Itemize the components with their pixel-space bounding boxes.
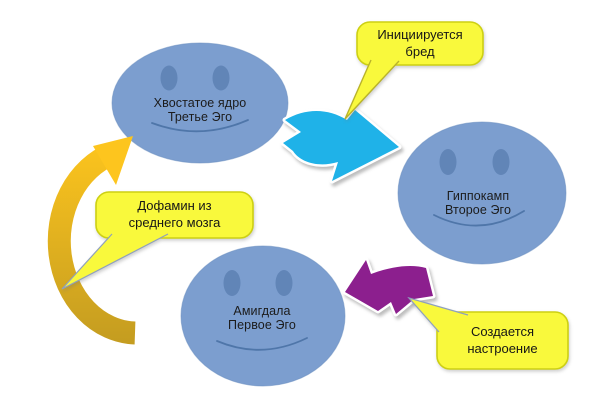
left-eye-icon [160,65,178,91]
node-label-line: Амигдала [233,304,291,318]
smile-mouth-icon [151,119,249,133]
callout-label-line: Дофамин из [137,198,212,213]
mood-callout [407,296,569,370]
node-hippocampus-label: Гиппокамп Второе Эго [388,189,568,217]
mood-callout-tail [407,296,469,333]
loop-arc [47,143,136,345]
smile-mouth-icon [216,337,308,351]
right-eye-icon [212,65,230,91]
delusion-callout-label: Инициируется бред [357,27,483,60]
dopamine-callout-label: Дофамин из среднего мозга [96,198,253,231]
loop-arrowhead-icon [93,136,133,185]
node-amygdala-label: Амигдала Первое Эго [172,304,352,332]
node-label-line: Третье Эго [167,110,233,124]
left-eye-icon [439,149,457,175]
node-hippocampus [397,121,567,265]
mood-callout-bubble [436,311,569,370]
callout-label-line: Инициируется [377,27,463,42]
dopamine-callout-tail [61,233,169,290]
node-label-line: Хвостатое ядро [153,96,247,110]
caudate-to-hippocampus-arrow [280,107,402,184]
node-caudate-nucleus [111,42,289,164]
callout-label-line: настроение [467,340,538,356]
callout-label-line: Создается [470,324,535,339]
callout-label-line: среднего мозга [128,214,221,230]
delusion-callout-tail [344,59,400,120]
node-label-line: Первое Эго [228,318,296,332]
node-caudate-body [111,42,289,164]
dopamine-callout-bubble [95,191,254,239]
dopamine-callout [61,191,254,290]
node-hippocampus-body [397,121,567,265]
midbrain-loop-arrow [47,136,136,345]
right-eye-icon [492,149,510,175]
left-eye-icon [223,270,241,296]
node-label-line: Второе Эго [444,203,511,217]
delusion-callout [344,21,484,120]
right-eye-icon [275,270,293,296]
delusion-callout-bubble [356,21,484,66]
node-amygdala-body [180,245,346,387]
node-label-line: Гиппокамп [446,189,510,203]
mood-callout-label: Создается настроение [437,324,568,357]
node-amygdala [180,245,346,387]
node-caudate-label: Хвостатое ядро Третье Эго [110,96,290,124]
smile-mouth-icon [433,210,525,227]
cyan-arrow-icon [280,107,402,184]
callout-label-line: бред [405,43,435,59]
